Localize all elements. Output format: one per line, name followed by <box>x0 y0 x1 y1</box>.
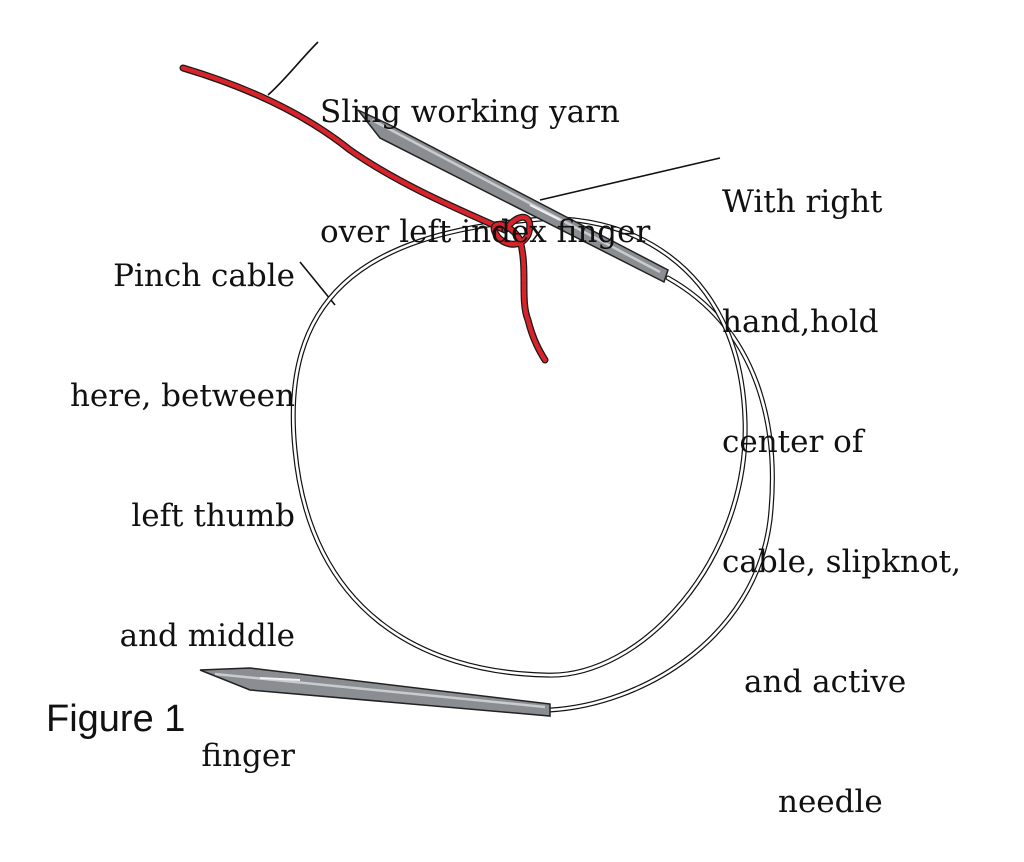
sling-leader-line <box>267 41 319 96</box>
yarn <box>179 64 549 364</box>
upper-needle <box>357 109 669 284</box>
sling-line-1: Sling working yarn <box>320 94 620 130</box>
pinch-instruction: Pinch cable here, between left thumb and… <box>60 176 295 816</box>
illustration <box>179 41 775 717</box>
sling-instruction: Sling working yarn over left index finge… <box>320 12 650 292</box>
sling-line-2: over left index finger <box>320 214 651 250</box>
right-hand-line-3: center of <box>722 424 864 460</box>
pinch-line-4: and middle <box>119 618 295 654</box>
lower-needle <box>199 667 551 717</box>
pinch-line-1: Pinch cable <box>113 258 295 294</box>
pinch-line-5: finger <box>201 738 295 774</box>
cable-loop-outer-inner <box>548 276 774 712</box>
right-hand-instruction: With right hand,hold center of cable, sl… <box>722 102 1022 862</box>
right-hand-line-4: cable, slipknot, <box>722 544 961 580</box>
pinch-line-2: here, between <box>69 378 295 414</box>
right-hand-line-6: needle <box>778 784 883 820</box>
figure-caption: Figure 1 <box>46 698 186 740</box>
cable <box>290 216 775 713</box>
right-hand-line-2: hand,hold <box>722 304 879 340</box>
right-hand-leader-line <box>539 157 721 201</box>
cable-loop-main-inner <box>291 217 747 677</box>
right-hand-line-1: With right <box>722 184 883 220</box>
pinch-line-3: left thumb <box>131 498 295 534</box>
right-hand-line-5: and active <box>744 664 907 700</box>
